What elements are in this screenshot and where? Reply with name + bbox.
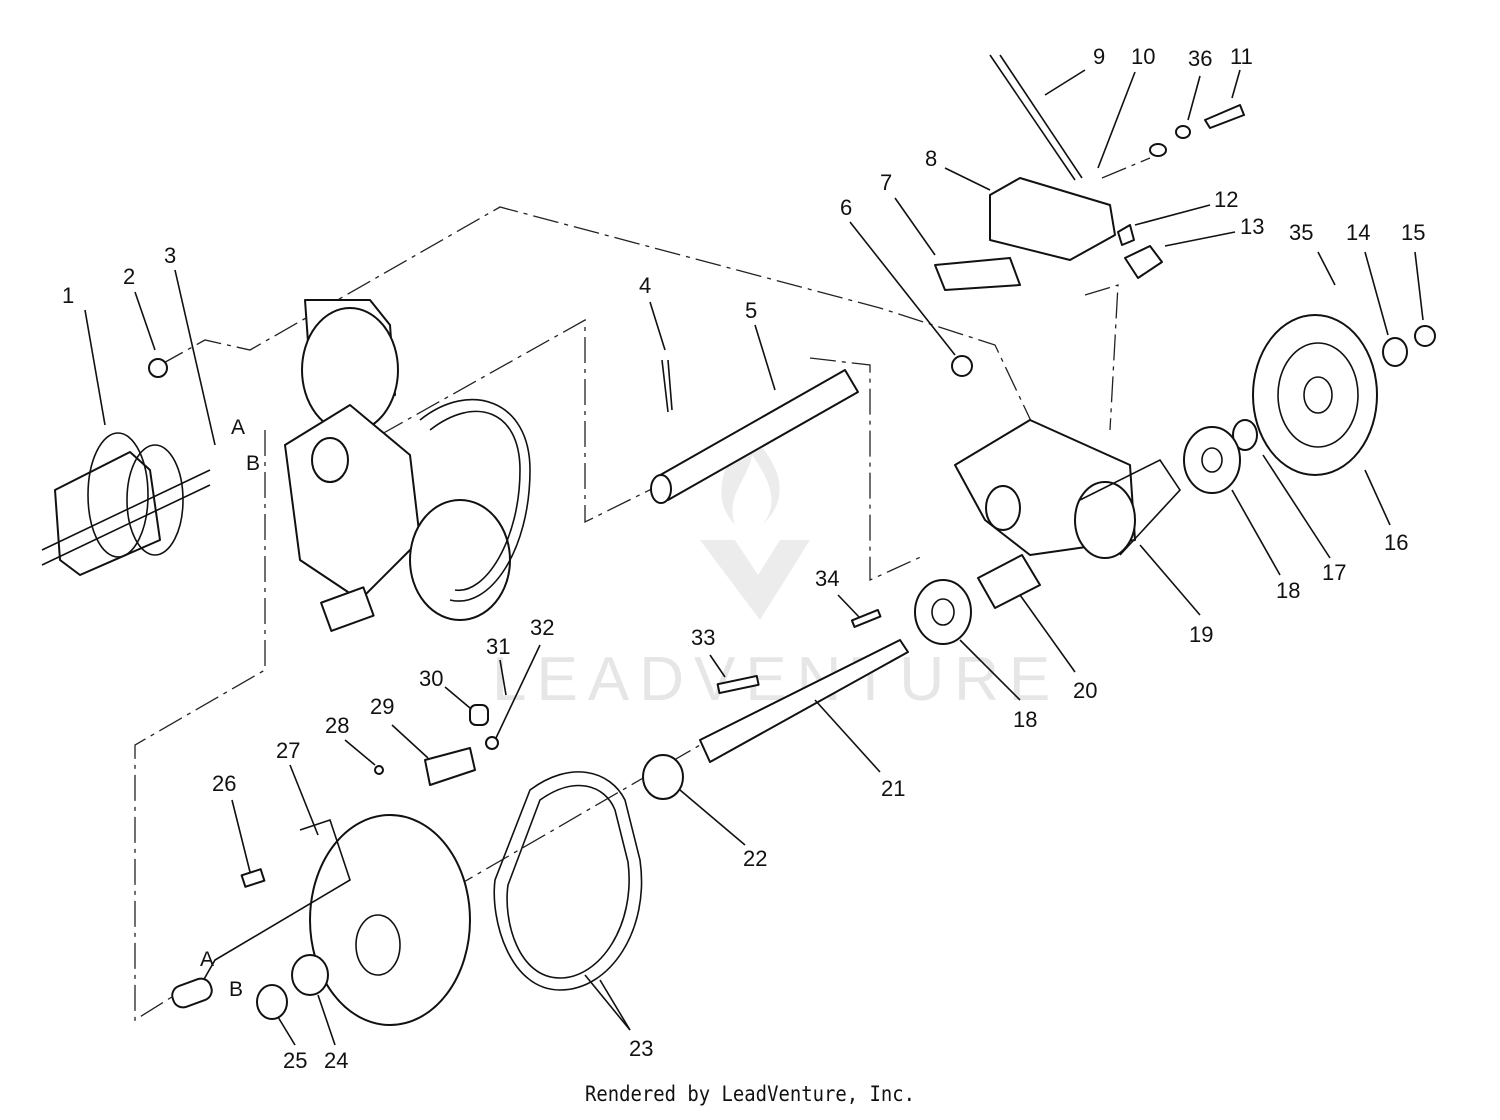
gearbox-assembly [284, 299, 531, 632]
shaft-21 [642, 608, 909, 800]
alignment-lines [134, 157, 1151, 1022]
part-label-19: 19 [1189, 622, 1213, 647]
part-label-11: 11 [1230, 44, 1253, 69]
bearing-housing-19 [914, 419, 1182, 645]
part-label-18-lower: 18 [1013, 707, 1037, 732]
connector-a-top: A [231, 416, 245, 439]
part-label-16: 16 [1384, 530, 1408, 555]
part-label-7: 7 [880, 170, 892, 195]
part-label-6: 6 [840, 195, 852, 220]
part-label-32: 32 [530, 615, 554, 640]
part-label-24: 24 [324, 1048, 348, 1073]
bracket-29 [374, 704, 499, 786]
part-label-33: 33 [691, 625, 715, 650]
part-label-10: 10 [1131, 44, 1155, 69]
part-label-35: 35 [1289, 220, 1313, 245]
part-label-31: 31 [486, 634, 510, 659]
part-label-34: 34 [815, 566, 839, 591]
part-labels: 1 2 3 4 5 6 7 8 9 10 36 11 12 13 35 14 1… [62, 44, 1425, 1073]
part-label-36: 36 [1188, 46, 1212, 71]
part-label-22: 22 [743, 846, 767, 871]
part-label-1: 1 [62, 283, 74, 308]
part-label-5: 5 [745, 298, 757, 323]
part-label-15: 15 [1401, 220, 1425, 245]
part-label-17: 17 [1322, 560, 1346, 585]
connector-labels: A B A B [200, 416, 260, 1001]
part-label-28: 28 [325, 713, 349, 738]
part-label-23: 23 [629, 1036, 653, 1061]
connector-b-bottom: B [229, 978, 243, 1001]
v-belt-23 [493, 771, 643, 991]
bracket-8 [934, 54, 1116, 291]
part-label-27: 27 [276, 738, 300, 763]
part-label-3: 3 [164, 243, 176, 268]
part-label-30: 30 [419, 666, 443, 691]
drive-pulley [171, 814, 471, 1026]
part-label-18-upper: 18 [1276, 578, 1300, 603]
render-credit: Rendered by LeadVenture, Inc. [585, 1082, 915, 1106]
part-label-26: 26 [212, 771, 236, 796]
part-label-8: 8 [925, 146, 937, 171]
part-label-21: 21 [881, 776, 905, 801]
part-label-14: 14 [1346, 220, 1370, 245]
shaft-5 [650, 359, 859, 504]
part-label-13: 13 [1240, 214, 1264, 239]
watermark-text: LEADVENTURE [492, 645, 1060, 714]
part-label-9: 9 [1093, 44, 1105, 69]
connector-a-bottom: A [200, 948, 214, 971]
part-label-25: 25 [283, 1048, 307, 1073]
part-label-12: 12 [1214, 187, 1238, 212]
part-label-2: 2 [123, 264, 135, 289]
part-label-29: 29 [370, 694, 394, 719]
hardware-9-36 [1117, 104, 1245, 279]
housing-tube [41, 432, 211, 576]
part-label-20: 20 [1073, 678, 1097, 703]
connector-b-top: B [246, 452, 260, 475]
part-label-4: 4 [639, 273, 651, 298]
pulley-16 [148, 314, 1436, 494]
leader-lines [84, 69, 1424, 1046]
watermark-logo: LEADVENTURE [492, 430, 1060, 714]
